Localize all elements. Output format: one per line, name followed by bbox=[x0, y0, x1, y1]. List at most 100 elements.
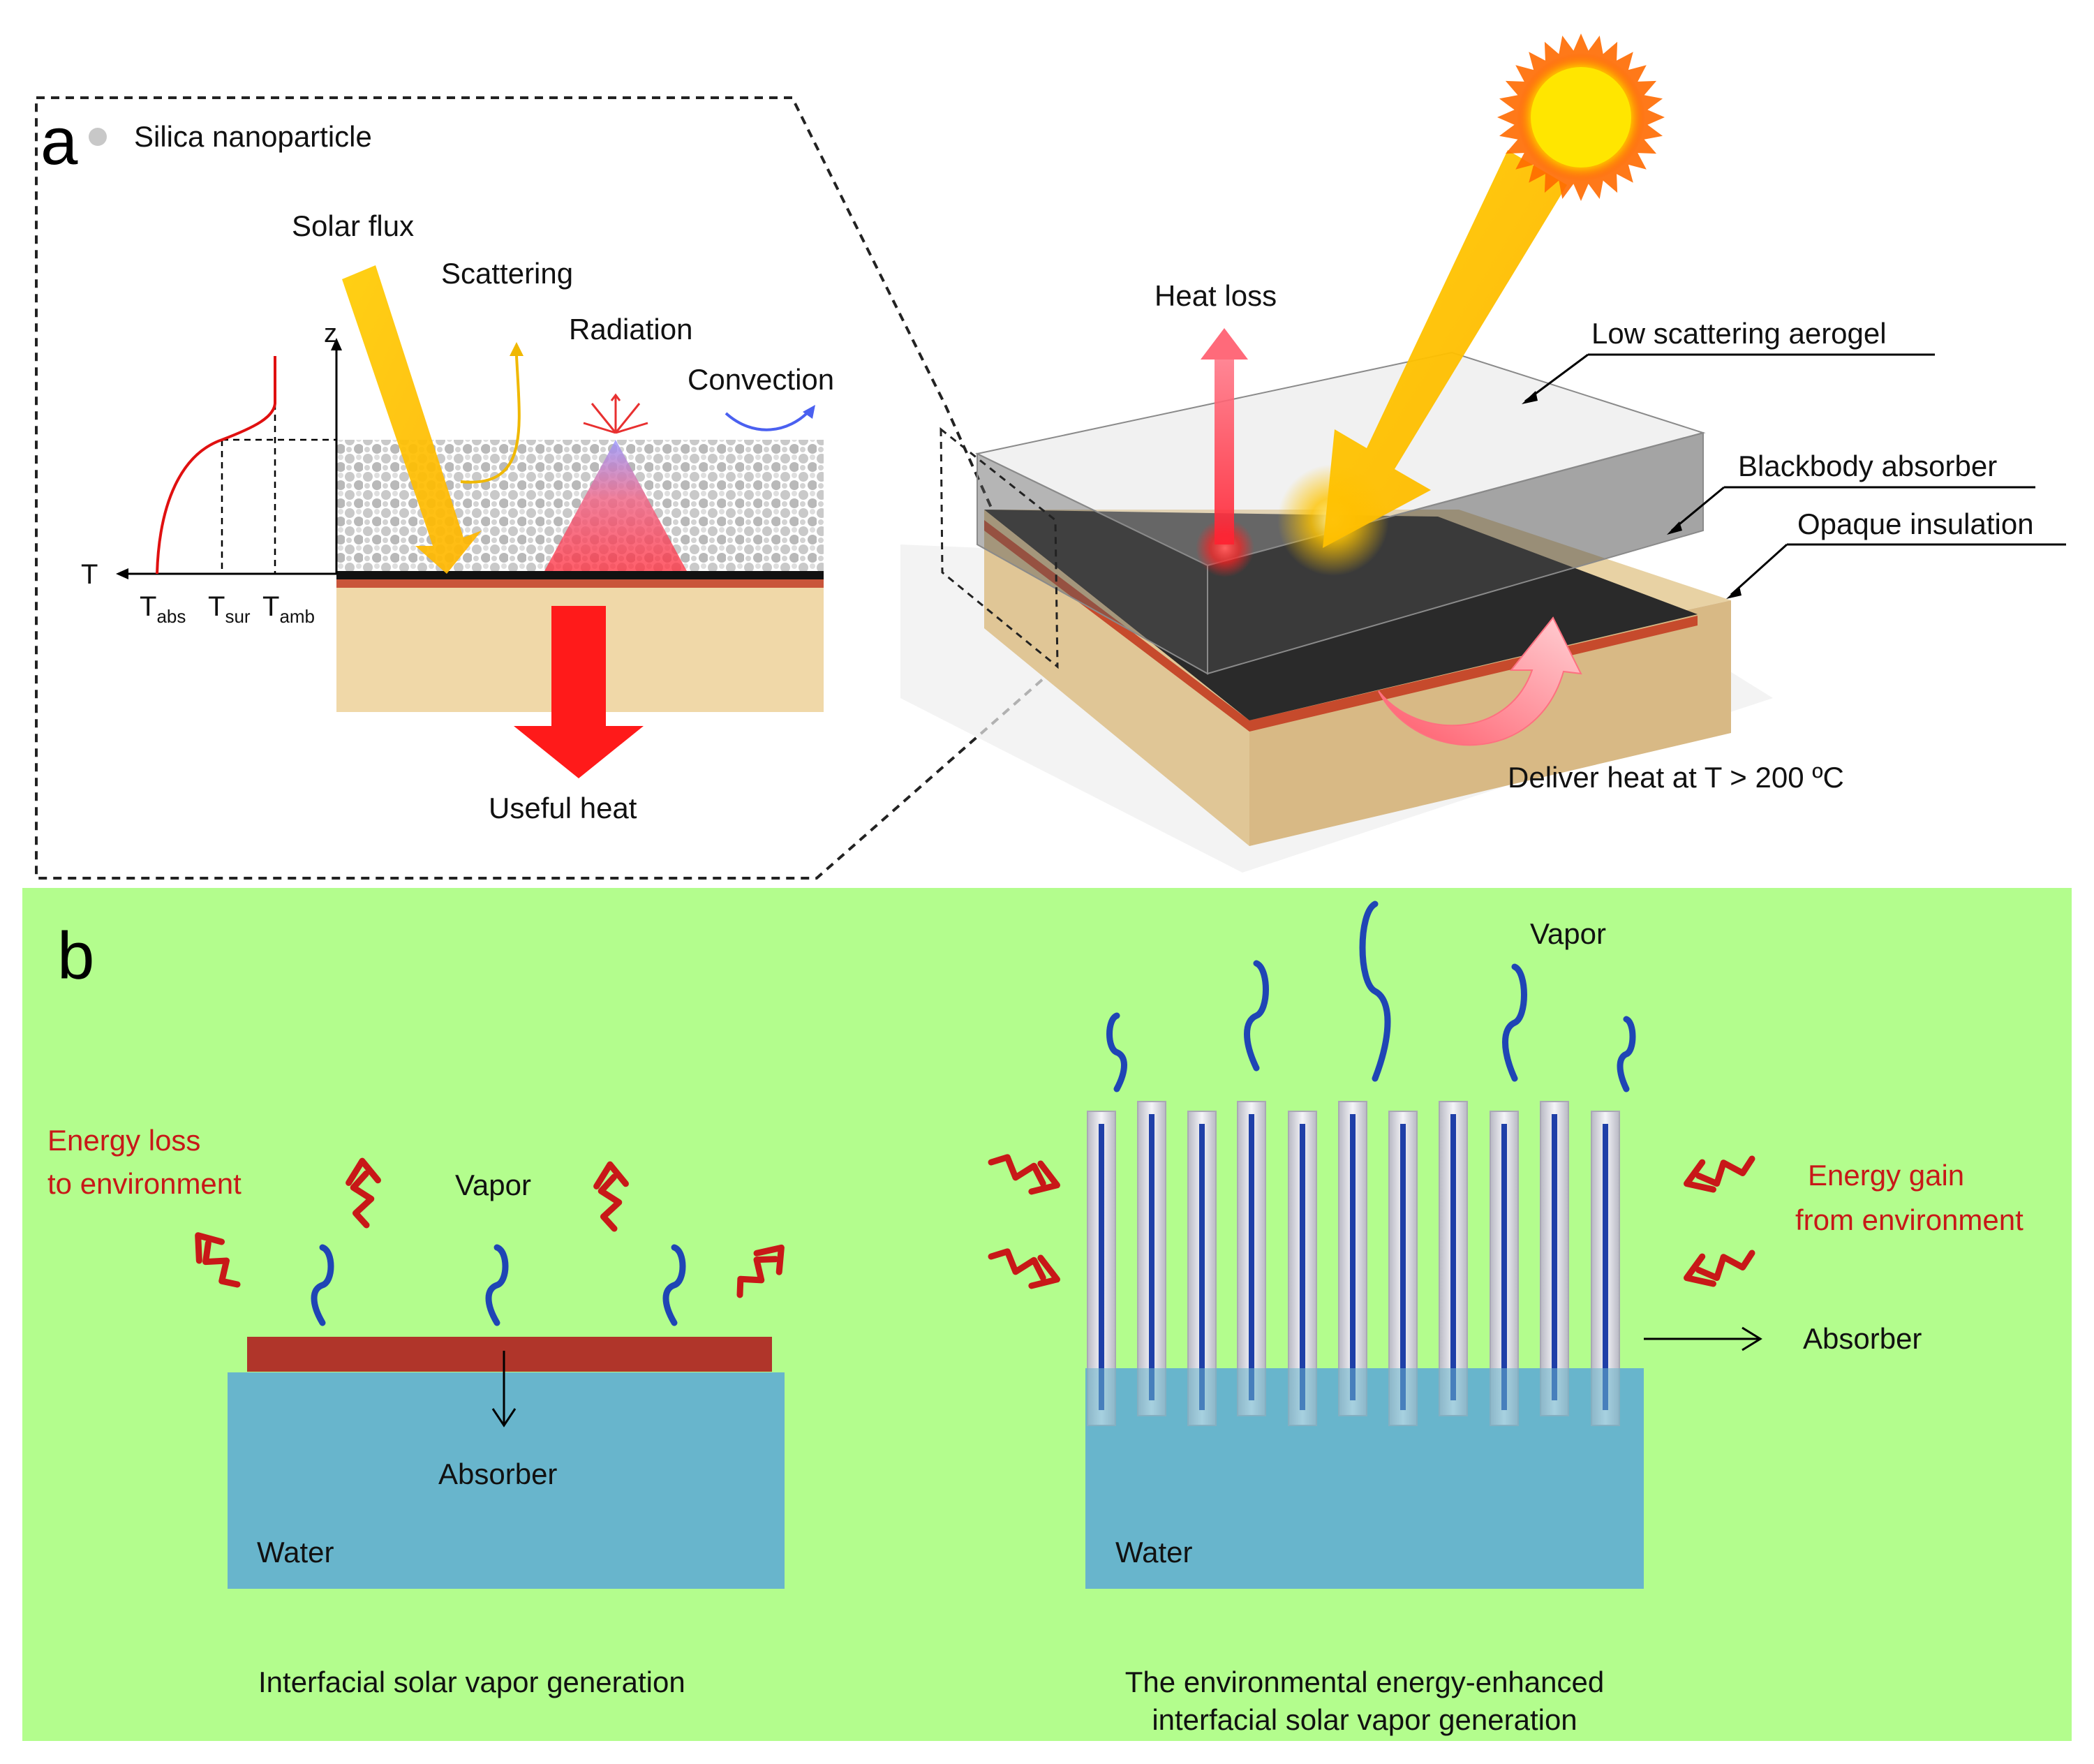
useful-heat-arrow bbox=[514, 606, 644, 778]
absorber-tubes bbox=[1085, 1101, 1644, 1435]
leader-arrowhead-icon bbox=[1667, 521, 1682, 535]
temperature-profile-curve bbox=[156, 356, 276, 575]
absorber-line bbox=[336, 571, 824, 579]
label-right-vapor: Vapor bbox=[1530, 917, 1606, 950]
tube-core bbox=[1300, 1124, 1305, 1410]
left-down-arrowhead-icon bbox=[491, 1408, 517, 1428]
label-solar-flux: Solar flux bbox=[292, 209, 414, 242]
aerogel-right bbox=[1207, 431, 1704, 675]
vapor-wave-icon bbox=[662, 1244, 686, 1326]
energy-arrow-icon bbox=[1684, 1250, 1755, 1287]
water-overlay bbox=[1085, 1368, 1644, 1435]
label-scattering: Scattering bbox=[441, 257, 573, 290]
radiation-arrows-icon bbox=[583, 393, 648, 434]
vapor-wave-icon bbox=[1106, 1012, 1127, 1092]
energy-arrow-icon bbox=[988, 1154, 1060, 1195]
axis-t-label: T bbox=[81, 559, 98, 590]
vapor-wave-icon bbox=[311, 1244, 334, 1326]
sun-icon bbox=[1497, 34, 1665, 201]
panel-b-letter: b bbox=[57, 919, 94, 993]
label-insulation: Opaque insulation bbox=[1797, 507, 2034, 540]
tick-t-abs: Tabs bbox=[140, 591, 186, 627]
right-absorber-arrowhead-icon bbox=[1742, 1326, 1762, 1351]
t-axis-arrowhead-icon bbox=[116, 568, 128, 579]
label-left-water: Water bbox=[257, 1536, 334, 1569]
label-left-vapor: Vapor bbox=[455, 1169, 531, 1201]
z-axis-arrowhead-icon bbox=[331, 338, 342, 350]
heat-loss-arrow bbox=[1215, 356, 1234, 544]
label-energy-loss-2: to environment bbox=[47, 1167, 242, 1200]
tick-t-sur: Tsur bbox=[208, 591, 251, 627]
tube-core bbox=[1603, 1124, 1608, 1410]
energy-arrow-icon bbox=[593, 1161, 629, 1232]
solar-flux-arrow bbox=[342, 265, 482, 574]
right-energy-gain-arrows bbox=[988, 1154, 1755, 1289]
zoom-region bbox=[940, 427, 1059, 669]
deliver-heat-arrow bbox=[1378, 616, 1582, 746]
vapor-wave-icon bbox=[1359, 900, 1391, 1082]
leader-arrowhead-icon bbox=[1726, 586, 1742, 599]
panel-a-letter: a bbox=[40, 104, 78, 179]
legend-silica: Silica nanoparticle bbox=[134, 120, 372, 153]
device-illustration bbox=[900, 34, 1773, 873]
energy-arrow-icon bbox=[736, 1244, 785, 1298]
energy-arrow-icon bbox=[195, 1232, 241, 1288]
label-absorber: Blackbody absorber bbox=[1738, 450, 1997, 482]
right-caption-line-1: The environmental energy-enhanced bbox=[1125, 1666, 1604, 1698]
tick-t-amb: Tamb bbox=[262, 591, 315, 627]
tube-core bbox=[1552, 1114, 1557, 1400]
tube-core bbox=[1450, 1114, 1456, 1400]
tube-core bbox=[1249, 1114, 1254, 1400]
left-energy-loss-arrows bbox=[195, 1157, 785, 1298]
label-energy-gain-2: from environment bbox=[1795, 1203, 2024, 1236]
panel-b: b Energy loss to environment Vapor Absor… bbox=[22, 888, 2072, 1741]
left-vapor-waves bbox=[311, 1244, 686, 1326]
left-absorber-plate bbox=[247, 1337, 772, 1372]
silica-nanoparticle-icon bbox=[89, 128, 107, 146]
panel-b-background bbox=[22, 888, 2072, 1741]
copper-line bbox=[336, 579, 824, 588]
left-water bbox=[228, 1372, 785, 1589]
label-aerogel: Low scattering aerogel bbox=[1591, 317, 1887, 350]
vapor-wave-icon bbox=[1617, 1016, 1636, 1092]
label-energy-loss-1: Energy loss bbox=[47, 1124, 200, 1157]
tube-core bbox=[1350, 1114, 1356, 1400]
insulation-front bbox=[984, 510, 1249, 846]
scattering-arrow bbox=[460, 355, 521, 484]
panel-a: a Silica nanoparticle Solar flux Scatter… bbox=[35, 34, 2066, 880]
label-useful-heat: Useful heat bbox=[489, 792, 637, 824]
axis-z-label: z bbox=[324, 319, 337, 348]
energy-arrow-icon bbox=[988, 1248, 1060, 1289]
label-left-absorber: Absorber bbox=[438, 1458, 557, 1490]
leader-arrowhead-icon bbox=[1522, 391, 1538, 404]
vapor-wave-icon bbox=[1244, 960, 1269, 1072]
tube-core bbox=[1501, 1124, 1507, 1410]
right-vapor-waves bbox=[1106, 900, 1636, 1092]
tube-core bbox=[1400, 1124, 1406, 1410]
radiation-cone bbox=[544, 440, 687, 571]
tube-core bbox=[1199, 1124, 1205, 1410]
convection-arrowhead-icon bbox=[803, 405, 815, 419]
label-right-water: Water bbox=[1115, 1536, 1192, 1569]
label-right-absorber: Absorber bbox=[1803, 1322, 1922, 1355]
temperature-axes bbox=[127, 349, 338, 575]
label-deliver-heat: Deliver heat at T > 200 ºC bbox=[1508, 761, 1844, 794]
profile-guides bbox=[221, 403, 336, 574]
vapor-wave-icon bbox=[1502, 963, 1527, 1082]
label-radiation: Radiation bbox=[569, 313, 692, 346]
left-caption: Interfacial solar vapor generation bbox=[258, 1666, 685, 1698]
label-heat-loss: Heat loss bbox=[1154, 279, 1277, 312]
device-solar-beam bbox=[1323, 150, 1567, 548]
tube-core bbox=[1149, 1114, 1154, 1400]
label-energy-gain-1: Energy gain bbox=[1808, 1159, 1964, 1192]
scattering-arrowhead-icon bbox=[510, 342, 524, 356]
vapor-wave-icon bbox=[485, 1244, 509, 1326]
convection-arrow bbox=[725, 409, 811, 431]
energy-arrow-icon bbox=[1684, 1155, 1755, 1193]
right-caption-line-2: interfacial solar vapor generation bbox=[1152, 1703, 1577, 1736]
tube-core bbox=[1099, 1124, 1104, 1410]
heat-loss-arrowhead-icon bbox=[1201, 328, 1248, 360]
label-convection: Convection bbox=[688, 363, 834, 396]
energy-arrow-icon bbox=[346, 1157, 381, 1229]
